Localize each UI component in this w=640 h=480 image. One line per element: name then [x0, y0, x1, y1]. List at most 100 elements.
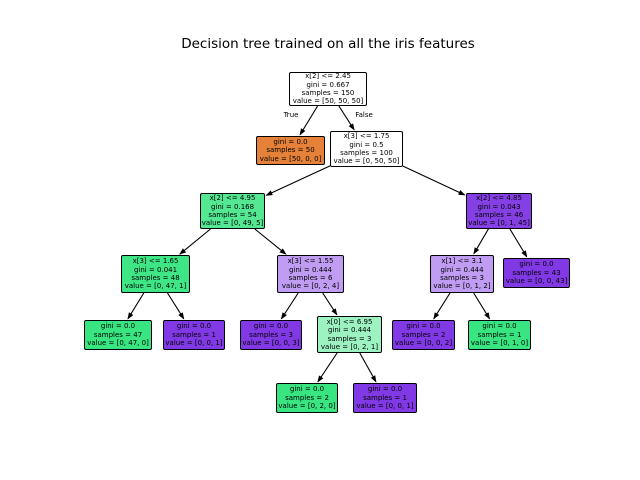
- node-text-line: value = [0, 0, 1]: [165, 339, 223, 348]
- node-text-line: x[2] <= 4.95: [209, 194, 256, 203]
- node-text-line: samples = 100: [340, 149, 393, 157]
- node-text-line: gini = 0.444: [327, 326, 372, 335]
- node-text-line: value = [50, 0, 0]: [259, 154, 322, 163]
- tree-edge-5-10: [167, 292, 185, 320]
- node-text-line: gini = 0.0: [100, 322, 136, 331]
- node-text-line: samples = 6: [288, 274, 333, 282]
- node-text-line: x[2] <= 2.45: [305, 72, 351, 81]
- node-text-line: gini = 0.0: [482, 322, 517, 331]
- node-text-line: gini = 0.041: [133, 265, 178, 274]
- node-text-line: samples = 48: [131, 274, 180, 282]
- node-text-line: samples = 3: [249, 330, 293, 339]
- tree-edge-4-8: [509, 228, 528, 258]
- node-text-line: samples = 1: [477, 330, 522, 339]
- node-text-line: x[2] <= 4.85: [476, 194, 522, 203]
- edge-label-false: False: [355, 111, 373, 119]
- node-text-line: gini = 0.0: [406, 322, 441, 331]
- tree-edge-4-7: [473, 228, 489, 255]
- node-text-line: gini = 0.0: [289, 385, 325, 394]
- node-text-line: value = [0, 2, 1]: [320, 342, 379, 351]
- tree-edge-3-5: [179, 228, 211, 255]
- node-text-line: x[3] <= 1.75: [343, 132, 390, 141]
- node-text-line: samples = 3: [440, 274, 484, 282]
- node-text-line: value = [0, 0, 2]: [394, 339, 453, 348]
- node-text-line: value = [0, 1, 0]: [470, 339, 529, 348]
- node-text-line: value = [0, 0, 3]: [242, 339, 300, 348]
- node-text-line: gini = 0.043: [477, 202, 521, 211]
- tree-edge-3-6: [254, 228, 287, 255]
- tree-edge-7-14: [473, 292, 491, 320]
- node-text-line: gini = 0.444: [288, 265, 333, 274]
- node-text-line: value = [0, 2, 0]: [278, 402, 336, 411]
- tree-edge-12-15: [317, 352, 338, 383]
- node-text-line: value = [0, 1, 45]: [468, 219, 530, 228]
- node-text-line: gini = 0.5: [349, 140, 384, 149]
- tree-edge-0-1: [299, 105, 319, 136]
- node-text-line: gini = 0.0: [273, 137, 308, 146]
- node-text-line: gini = 0.667: [306, 80, 350, 89]
- node-text-line: value = [0, 47, 0]: [87, 339, 149, 348]
- tree-edge-12-16: [359, 352, 377, 383]
- tree-edge-7-13: [433, 292, 451, 320]
- node-text-line: value = [0, 49, 5]: [201, 219, 264, 228]
- tree-edge-5-9: [127, 292, 145, 320]
- tree-edge-6-12: [322, 292, 338, 316]
- node-text-line: samples = 3: [327, 334, 372, 343]
- node-text-line: x[0] <= 6.95: [326, 317, 373, 326]
- node-text-line: gini = 0.444: [440, 265, 484, 274]
- node-text-line: value = [0, 50, 50]: [333, 157, 400, 166]
- node-text-line: gini = 0.0: [176, 322, 212, 331]
- figure-title: Decision tree trained on all the iris fe…: [181, 36, 475, 52]
- tree-edge-2-4: [402, 165, 466, 196]
- node-text-line: x[1] <= 3.1: [441, 257, 483, 266]
- node-text-line: samples = 43: [512, 268, 561, 277]
- node-text-line: value = [0, 2, 4]: [281, 282, 340, 291]
- node-text-line: value = [0, 47, 1]: [124, 282, 187, 291]
- node-text-line: samples = 46: [474, 211, 524, 219]
- node-text-line: value = [0, 0, 1]: [356, 402, 414, 411]
- node-text-line: samples = 47: [93, 330, 143, 339]
- node-text-line: samples = 1: [172, 330, 216, 339]
- node-text-line: samples = 2: [285, 393, 329, 402]
- node-text-line: gini = 0.0: [519, 260, 554, 269]
- node-text-line: value = [0, 1, 2]: [433, 282, 491, 291]
- node-text-line: x[3] <= 1.65: [132, 257, 179, 266]
- node-text-line: samples = 2: [401, 330, 446, 339]
- node-text-line: gini = 0.0: [367, 385, 403, 394]
- node-text-line: value = [50, 50, 50]: [292, 97, 364, 106]
- node-text-line: gini = 0.168: [210, 202, 255, 211]
- tree-edge-0-2: [338, 105, 355, 131]
- node-text-line: value = [0, 0, 43]: [505, 277, 568, 286]
